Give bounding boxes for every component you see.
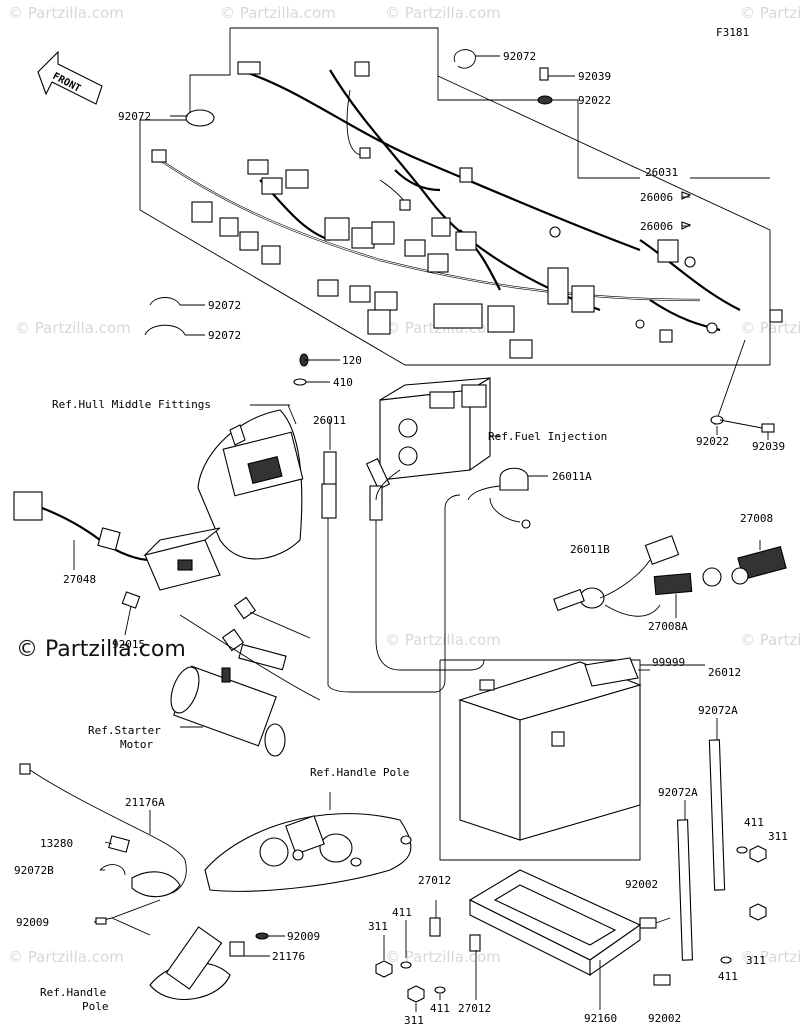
watermark: © Partzilla.com: [740, 4, 800, 22]
callout: Ref.Handle: [40, 986, 106, 999]
cable-26011B: [553, 535, 680, 617]
battery-box: [439, 657, 705, 861]
cap-26011A: [467, 467, 548, 529]
callout: 92072A: [658, 786, 698, 799]
watermark: © Partzilla.com: [740, 631, 800, 649]
figure-code: F3181: [716, 26, 749, 39]
handle-pole-lower: [149, 926, 285, 1000]
callout: 26011: [313, 414, 346, 427]
ignition-coil-assembly: [379, 377, 500, 481]
watermark: © Partzilla.com: [15, 319, 131, 337]
watermark: © Partzilla.com: [385, 631, 501, 649]
callout: 27012: [458, 1002, 491, 1015]
spark-plug-caps: [321, 420, 401, 521]
brackets-27012: [429, 900, 481, 1000]
callout: 311: [746, 954, 766, 967]
callout: 26011A: [552, 470, 592, 483]
fasteners-bottom-center: [375, 920, 446, 1012]
callout: Pole: [82, 1000, 109, 1013]
callout: 27008: [740, 512, 773, 525]
fasteners-bottom-right: [639, 845, 767, 986]
callout: 27048: [63, 573, 96, 586]
callout: Motor: [120, 738, 153, 751]
callout: 411: [430, 1002, 450, 1015]
callout: 99999: [652, 656, 685, 669]
callout: 92039: [752, 440, 785, 453]
battery-tray: [468, 869, 642, 1010]
watermark: © Partzilla.com: [740, 948, 800, 966]
callout: 410: [333, 376, 353, 389]
callout: 92009: [16, 916, 49, 929]
clip-parts-top: [144, 49, 692, 336]
callout: Ref.Fuel Injection: [488, 430, 607, 443]
callout: 311: [404, 1014, 424, 1027]
callout: 92072: [118, 110, 151, 123]
battery-cable: [179, 494, 485, 701]
starter-motor: [170, 596, 311, 757]
watermark: © Partzilla.com: [385, 948, 501, 966]
callout: 92009: [287, 930, 320, 943]
callout: 311: [368, 920, 388, 933]
callout: 27012: [418, 874, 451, 887]
watermark: © Partzilla.com: [8, 4, 124, 22]
callout: 26012: [708, 666, 741, 679]
front-arrow-icon: FRONT: [37, 50, 103, 105]
callout: 92002: [625, 878, 658, 891]
callout-labels: 92072 92039 92022 26031 26006 26006 9207…: [14, 50, 788, 1027]
callout: 21176A: [125, 796, 165, 809]
callout: 92160: [584, 1012, 617, 1025]
callout: 92072A: [698, 704, 738, 717]
callout: 411: [744, 816, 764, 829]
harness-connectors: [151, 61, 783, 359]
brand-watermark: © Partzilla.com: [16, 637, 186, 662]
callout: 92015: [112, 638, 145, 651]
leader-lines-top: [170, 55, 770, 336]
callout: 92022: [578, 94, 611, 107]
watermark: © Partzilla.com: [385, 4, 501, 22]
watermark: © Partzilla.com: [8, 948, 124, 966]
callout: Ref.Hull Middle Fittings: [52, 398, 211, 411]
regulator-27048: [13, 491, 221, 636]
callout: 92072B: [14, 864, 54, 877]
wire-21176A: [19, 763, 187, 936]
watermark: © Partzilla.com: [220, 4, 336, 22]
callout: 92072: [208, 299, 241, 312]
callout: Ref.Starter: [88, 724, 161, 737]
callout: 411: [392, 906, 412, 919]
handle-pole-housing: [204, 792, 412, 892]
callout: 26006: [640, 220, 673, 233]
right-fasteners: [710, 339, 775, 440]
callout: 92002: [648, 1012, 681, 1025]
straps-92072A: [676, 718, 726, 961]
callout: 92072: [208, 329, 241, 342]
callout: 92022: [696, 435, 729, 448]
callout: 92039: [578, 70, 611, 83]
callout: 26031: [645, 166, 678, 179]
callout: 13280: [40, 837, 73, 850]
callout: 21176: [272, 950, 305, 963]
key-fobs: [653, 540, 787, 618]
callout: 411: [718, 970, 738, 983]
callout: Ref.Handle Pole: [310, 766, 409, 779]
hull-fitting-bracket: [197, 353, 340, 560]
callout: 26006: [640, 191, 673, 204]
main-harness-frame: [139, 27, 771, 366]
callout: 26011B: [570, 543, 610, 556]
callout: 92072: [503, 50, 536, 63]
callout: 27008A: [648, 620, 688, 633]
callout: 311: [768, 830, 788, 843]
callout: 120: [342, 354, 362, 367]
